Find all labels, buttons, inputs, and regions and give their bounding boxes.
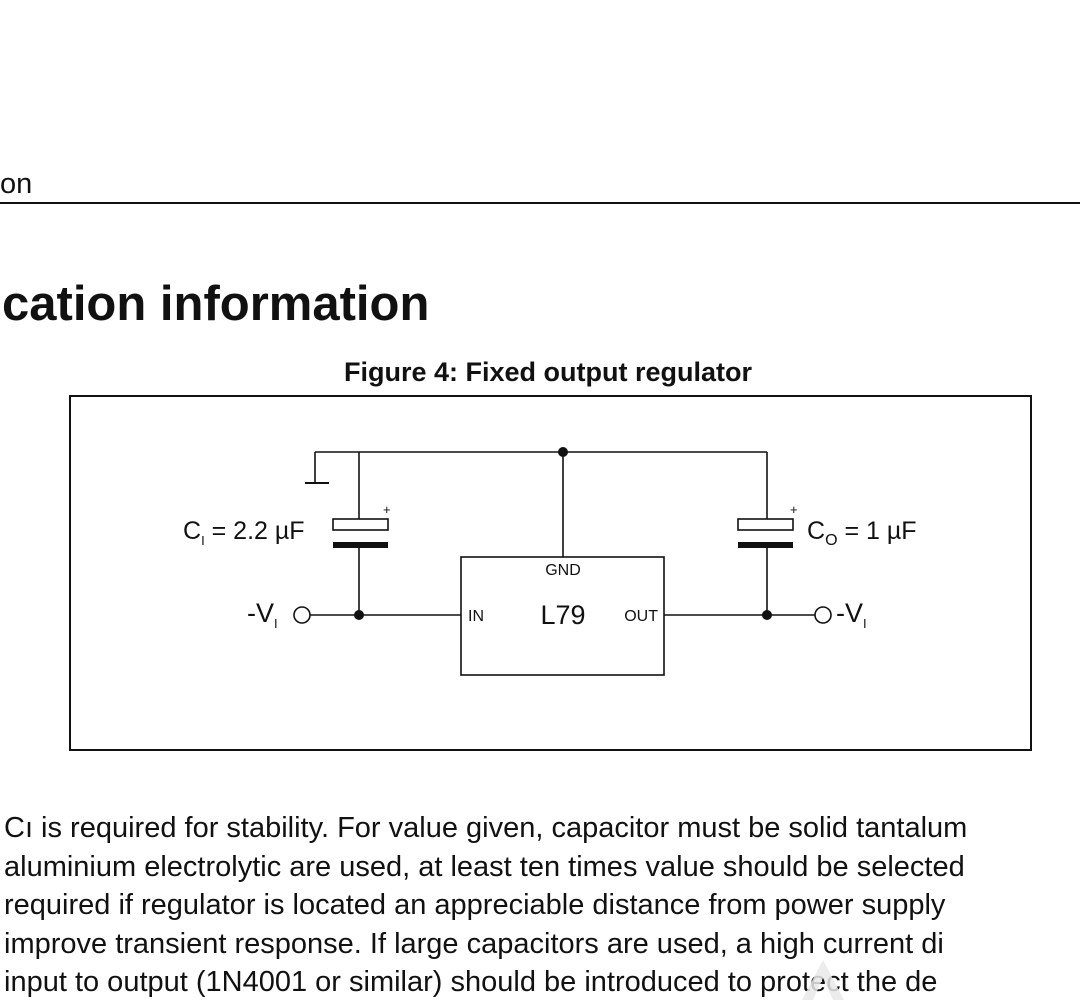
body-line: Cı is required for stability. For value …: [4, 812, 968, 844]
regulator-in-pin-label: IN: [468, 608, 484, 625]
body-line: aluminium electrolytic are used, at leas…: [4, 850, 965, 883]
output-terminal-circle: [814, 606, 832, 624]
running-header-text: on: [0, 168, 33, 200]
section-title: cation information: [2, 277, 430, 331]
header-rule: [0, 202, 1080, 204]
output-capacitor-plus-plate: [737, 518, 794, 531]
gnd-junction-dot: [558, 447, 568, 457]
figure-frame: + + GND IN L79 OUT CI = 2.2 µF CO = 1 µF…: [69, 395, 1032, 751]
input-cap-polarity: +: [383, 502, 391, 517]
figure-caption: Figure 4: Fixed output regulator: [343, 357, 752, 387]
input-cap-label: CI = 2.2 µF: [183, 517, 305, 548]
body-line: improve transient response. If large cap…: [4, 927, 944, 960]
regulator-gnd-pin-label: GND: [545, 562, 581, 579]
regulator-out-pin-label: OUT: [624, 608, 658, 625]
input-capacitor-minus-plate: [333, 542, 388, 548]
regulator-name: L79: [540, 600, 585, 630]
ground-symbol: [305, 452, 329, 484]
watermark-mark: [802, 960, 844, 1000]
body-line: required if regulator is located an appr…: [4, 889, 946, 922]
output-cap-polarity: +: [790, 502, 798, 517]
body-paragraph: Cı is required for stability. For value …: [4, 809, 1080, 1002]
output-cap-label: CO = 1 µF: [807, 517, 917, 549]
input-terminal-label: -VI: [247, 598, 278, 631]
input-capacitor-plus-plate: [332, 518, 389, 531]
circuit-schematic: + + GND IN L79 OUT CI = 2.2 µF CO = 1 µF…: [183, 447, 917, 676]
output-terminal-label: -VI: [836, 598, 867, 631]
regulator-ic-body: [460, 556, 665, 676]
output-capacitor-minus-plate: [738, 542, 793, 548]
input-terminal-circle: [293, 606, 311, 624]
body-line: input to output (1N4001 or similar) shou…: [4, 966, 938, 999]
